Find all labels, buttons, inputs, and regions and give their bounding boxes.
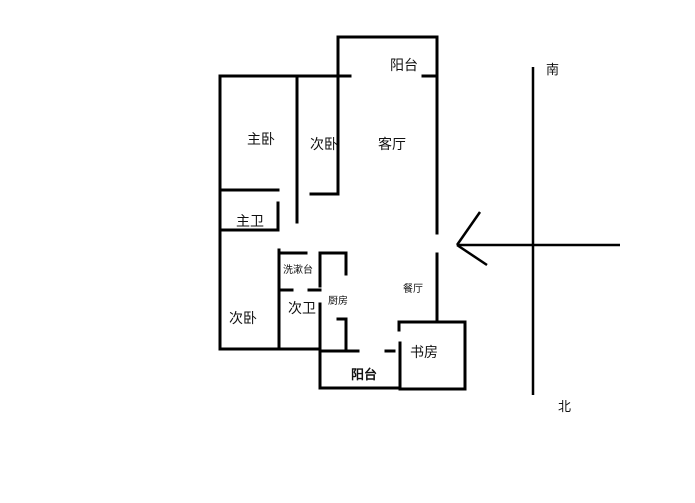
- room-label-kitchen: 厨房: [328, 296, 348, 307]
- entrance-arrow-icon: [455, 211, 620, 267]
- room-label-study: 书房: [410, 345, 438, 361]
- walls: [218, 35, 467, 391]
- room-label-dining-room: 餐厅: [403, 284, 423, 295]
- room-label-second-bedroom-bottom: 次卧: [229, 311, 257, 327]
- room-label-living-room: 客厅: [378, 137, 406, 153]
- room-label-master-bath: 主卫: [236, 214, 264, 230]
- room-label-second-bedroom-top: 次卧: [310, 137, 338, 153]
- compass-label-south: 南: [546, 63, 560, 78]
- compass-label-north: 北: [558, 400, 572, 415]
- room-label-washbasin: 洗漱台: [283, 265, 313, 276]
- room-label-balcony-top: 阳台: [390, 58, 418, 74]
- room-label-balcony-bottom: 阳台: [351, 368, 378, 383]
- room-label-master-bedroom: 主卧: [247, 132, 275, 148]
- room-label-second-bath: 次卫: [288, 301, 316, 317]
